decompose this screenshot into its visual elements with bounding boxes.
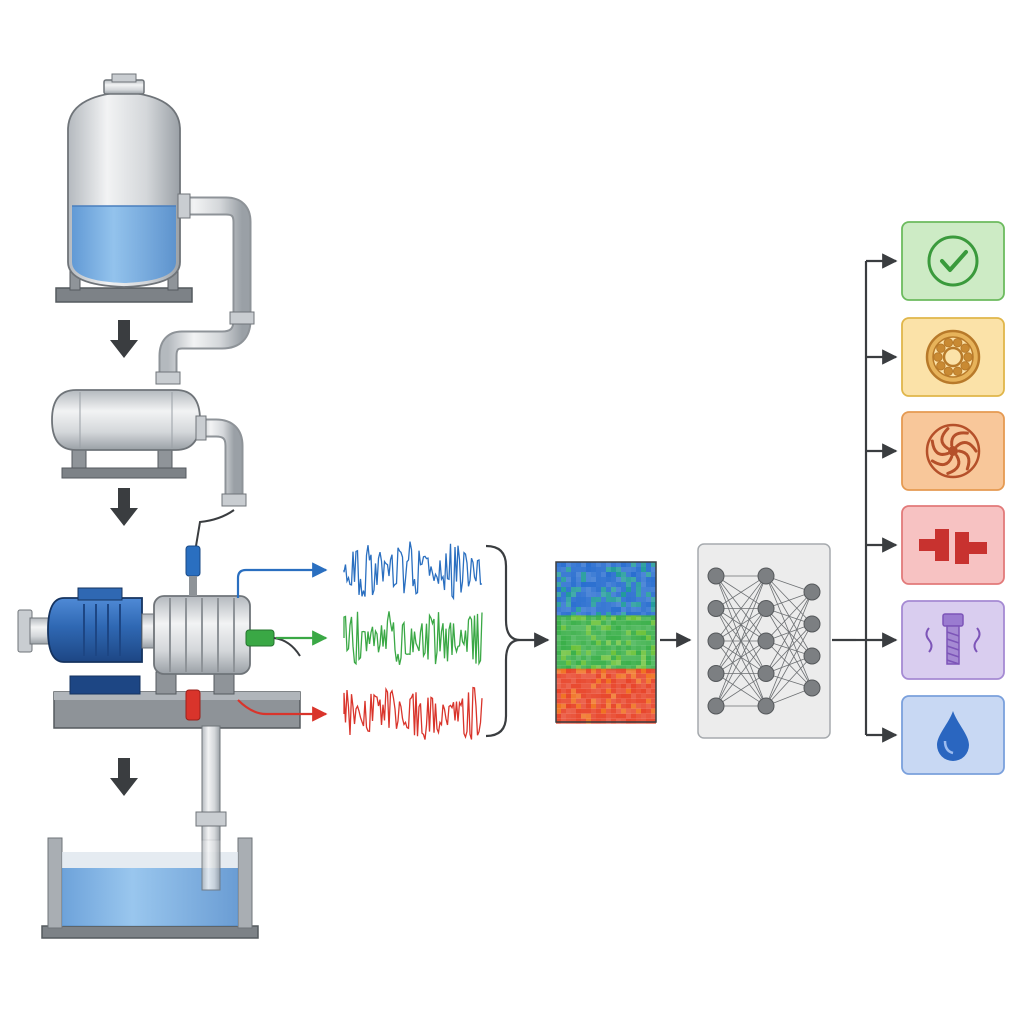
fault-classes [856, 221, 1005, 775]
sensor-blue [185, 545, 201, 596]
signal-waveform-green [343, 611, 483, 666]
output-box-leakage-fault [901, 695, 1005, 775]
network-node [757, 567, 775, 585]
network-node [707, 632, 725, 650]
network-node [707, 567, 725, 585]
pipe-vessel-to-pump [195, 415, 247, 547]
network-node [707, 697, 725, 715]
water-drop-icon [937, 711, 969, 761]
neural-network [697, 543, 831, 739]
collection-basin [41, 825, 259, 939]
output-box-misalignment-fault [901, 505, 1005, 585]
network-node [707, 600, 725, 617]
motor-pump-assembly [17, 587, 301, 841]
down-arrow-icon [110, 320, 138, 358]
output-box-bearing-fault [901, 317, 1005, 397]
fused-image-frame [555, 561, 657, 723]
network-node [757, 665, 775, 682]
fused-band-green [556, 615, 656, 671]
network-node [803, 647, 821, 665]
signal-bracket [485, 544, 550, 738]
sensor-green [245, 629, 301, 657]
network-node [707, 665, 725, 682]
storage-tank [55, 73, 193, 303]
fused-band-red [556, 668, 656, 724]
vibration-signals [343, 541, 483, 740]
down-arrow-icon [110, 758, 138, 796]
output-box-looseness-fault [901, 600, 1005, 680]
fused-band-blue [556, 562, 656, 617]
down-arrow-icon [110, 488, 138, 526]
misalignment-icon [919, 529, 987, 564]
network-node [757, 697, 775, 715]
signal-waveform-blue [343, 541, 483, 601]
loose-bolt-icon [925, 613, 981, 665]
signal-waveform-red [343, 686, 483, 740]
network-node [803, 679, 821, 697]
flow-arrows-left [110, 320, 138, 796]
impeller-icon [925, 423, 981, 479]
sensor-red [185, 689, 201, 721]
fused-signal-image [555, 561, 657, 724]
pipe-tank-to-vessel [155, 193, 255, 385]
network-node [757, 600, 775, 617]
bearing-icon [925, 329, 981, 385]
network-node [803, 583, 821, 601]
sensor-leads [236, 562, 328, 722]
output-box-normal [901, 221, 1005, 301]
network-node [757, 632, 775, 650]
check-circle-icon [927, 235, 979, 287]
network-node [803, 615, 821, 633]
output-box-impeller-fault [901, 411, 1005, 491]
pressure-vessel [51, 389, 201, 479]
